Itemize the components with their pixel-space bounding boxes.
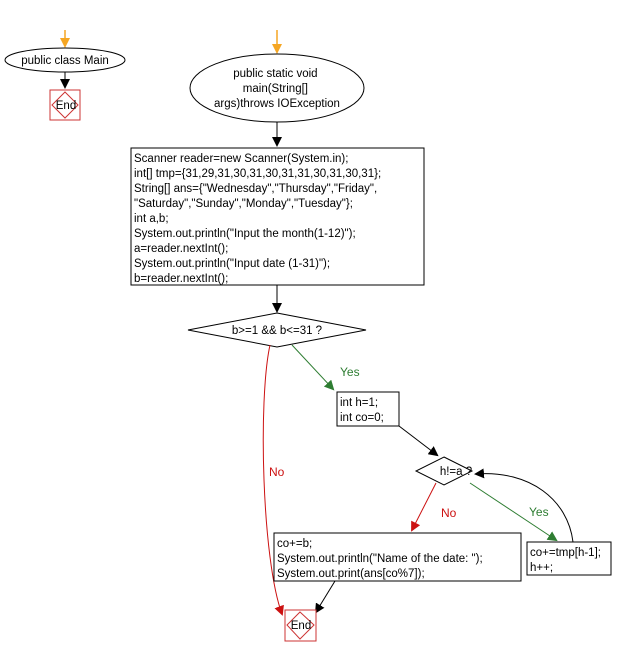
cond1-yes-edge <box>291 344 335 391</box>
class-end-terminal <box>49 89 81 121</box>
cond2-no-edge <box>411 482 437 532</box>
main-ellipse-line: public static void <box>233 68 317 80</box>
loop-body-block <box>526 541 612 576</box>
init-line: System.out.println("Input date (1-31)"); <box>134 258 330 270</box>
init-line: Scanner reader=new Scanner(System.in); <box>134 153 348 165</box>
cond1-diamond <box>187 312 367 348</box>
class-end-label: End <box>56 100 76 112</box>
cond1-no-label: No <box>269 465 285 479</box>
cond1-label: b>=1 && b<=31 ? <box>232 325 322 337</box>
init-line: System.out.println("Input the month(1-12… <box>134 228 356 240</box>
cond1-yes-label: Yes <box>340 365 360 379</box>
main-ellipse-line: main(String[] <box>243 83 308 95</box>
cond2-yes-label: Yes <box>529 505 549 519</box>
init-line: b=reader.nextInt(); <box>134 273 228 285</box>
output-line: System.out.print(ans[co%7]); <box>277 568 425 580</box>
output-to-end-arrow <box>314 580 336 614</box>
set-vars-line: int h=1; <box>340 397 378 409</box>
set-vars-text: int h=1; int co=0; <box>340 397 384 424</box>
loop-body-line: co+=tmp[h-1]; <box>530 547 601 559</box>
cond2-yes-edge <box>469 482 558 542</box>
set-vars-to-cond2-arrow <box>398 425 439 457</box>
set-vars-line: int co=0; <box>340 412 384 424</box>
init-line: String[] ans={"Wednesday","Thursday","Fr… <box>134 183 377 195</box>
init-line: int[] tmp={31,29,31,30,31,30,31,31,30,31… <box>134 168 381 180</box>
main-end-terminal <box>284 609 317 642</box>
class-end-diamond <box>51 91 79 119</box>
output-line: System.out.println("Name of the date: ")… <box>277 553 483 565</box>
main-ellipse-text: public static void main(String[] args)th… <box>214 68 340 110</box>
main-end-diamond <box>286 611 315 640</box>
cond1-no-edge <box>262 344 284 616</box>
cond2-label: h!=a ? <box>440 466 472 478</box>
init-line: a=reader.nextInt(); <box>134 243 228 255</box>
main-end-label: End <box>291 620 311 632</box>
cond2-no-label: No <box>441 506 457 520</box>
set-vars-block <box>336 391 400 427</box>
output-line: co+=b; <box>277 538 312 550</box>
loop-back-edge <box>474 468 574 543</box>
main-ellipse-line: args)throws IOException <box>214 98 340 110</box>
loop-body-line: h++; <box>530 562 553 574</box>
init-line: int a,b; <box>134 213 169 225</box>
init-line: "Saturday","Sunday","Monday","Tuesday"}; <box>134 198 353 210</box>
output-block <box>273 532 522 582</box>
output-block-text: co+=b; System.out.println("Name of the d… <box>277 538 486 580</box>
loop-body-text: co+=tmp[h-1]; h++; <box>530 547 604 574</box>
init-block-text: Scanner reader=new Scanner(System.in); i… <box>134 153 384 285</box>
cond2-diamond <box>414 456 474 486</box>
class-ellipse-label: public class Main <box>21 55 109 67</box>
